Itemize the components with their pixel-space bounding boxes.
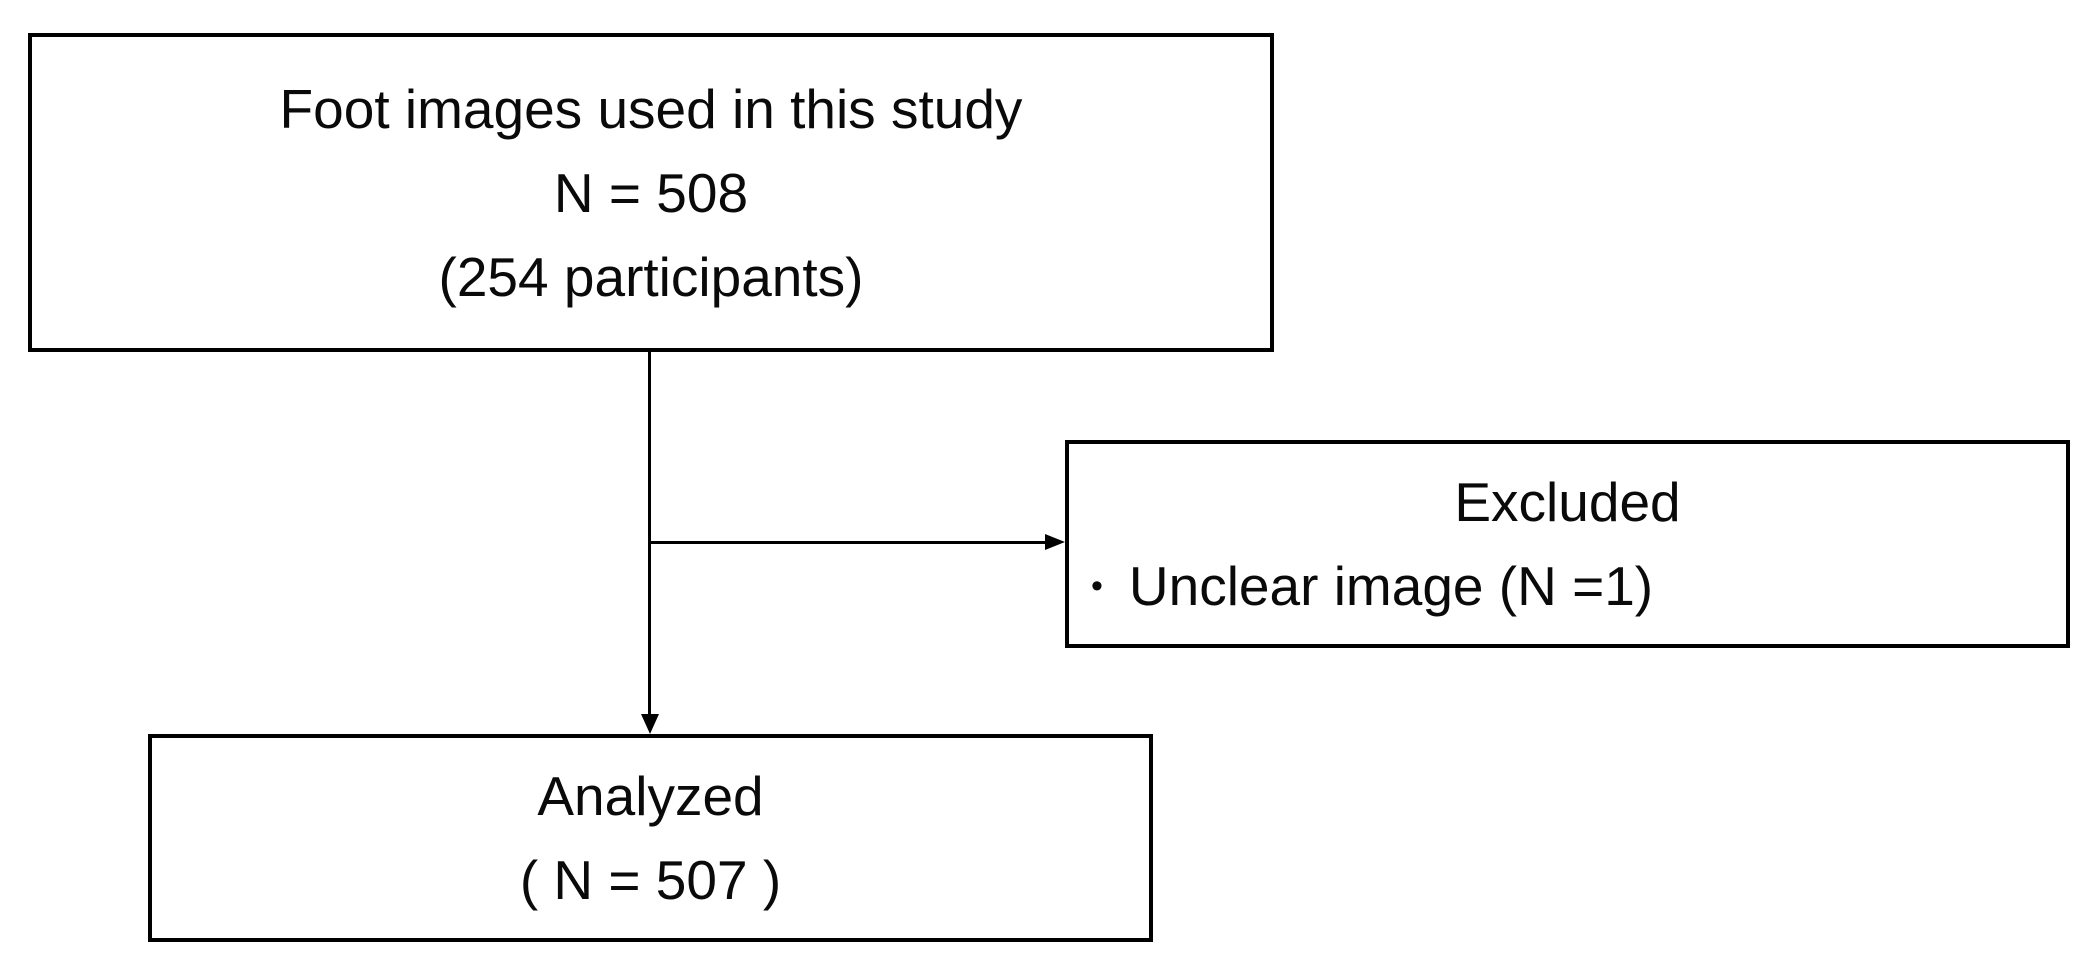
node-analyzed: Analyzed ( N = 507 ) <box>148 734 1153 942</box>
bullet-icon: • <box>1091 567 1103 605</box>
foot-images-participants: (254 participants) <box>438 245 864 308</box>
excluded-title: Excluded <box>1454 471 1681 533</box>
arrowhead-down-icon <box>641 714 659 734</box>
node-foot-images: Foot images used in this study N = 508 (… <box>28 33 1274 352</box>
foot-images-title: Foot images used in this study <box>279 77 1023 140</box>
arrowhead-right-icon <box>1045 534 1065 550</box>
excluded-item-row: • Unclear image (N =1) <box>1069 544 2066 628</box>
analyzed-title: Analyzed <box>537 765 764 827</box>
connector-down-line <box>648 352 651 716</box>
analyzed-count: ( N = 507 ) <box>519 849 782 911</box>
node-excluded: Excluded • Unclear image (N =1) <box>1065 440 2070 648</box>
foot-images-count: N = 508 <box>553 161 749 224</box>
connector-right-line <box>650 541 1047 544</box>
excluded-item-text: Unclear image (N =1) <box>1128 555 1654 617</box>
